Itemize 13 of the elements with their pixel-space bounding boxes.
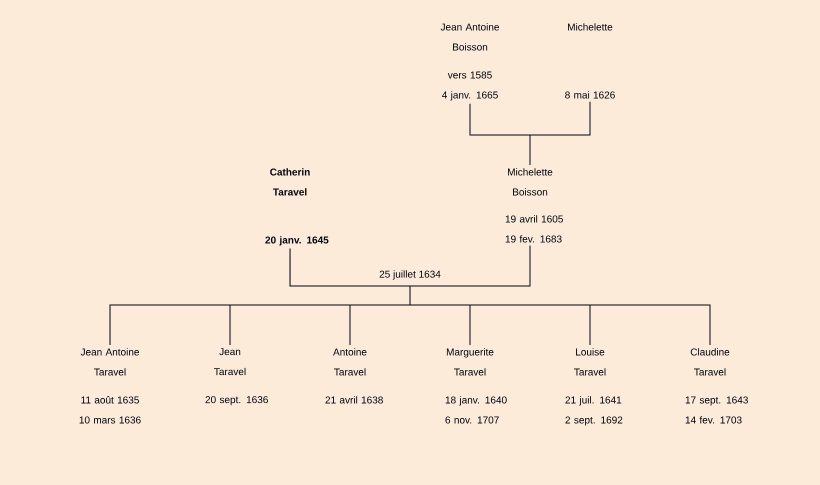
family-line <box>410 245 710 346</box>
person-entry: Jean Antoine Boisson vers 1585 4 janv. 1665 <box>440 23 499 101</box>
person-entry: Claudine Taravel 17 sept. 1643 14 fev. 1703 <box>686 348 748 424</box>
person-entry: Marguerite Taravel 18 janv. 1640 6 nov. 1707 <box>446 348 507 424</box>
person-entry: Michelette Boisson 19 avril 1605 19 fev. 1683 <box>506 168 563 243</box>
person-entry: Jean Taravel 20 sept. 1636 <box>206 348 268 406</box>
person-entry: Jean Antoine Taravel 11 août 1635 10 mars 1636 <box>80 348 141 424</box>
person-entry: Michelette 8 mai 1626 <box>565 23 615 99</box>
person-entry: Catherin Taravel 20 janv. 1645 <box>265 168 328 246</box>
family-line <box>530 101 590 166</box>
person-entry: Antoine Taravel 21 avril 1638 <box>326 348 383 404</box>
marriage-date: 25 juillet 1634 <box>380 270 441 280</box>
person-entry: Louise Taravel 21 juil. 1641 2 sept. 1692 <box>566 348 622 426</box>
